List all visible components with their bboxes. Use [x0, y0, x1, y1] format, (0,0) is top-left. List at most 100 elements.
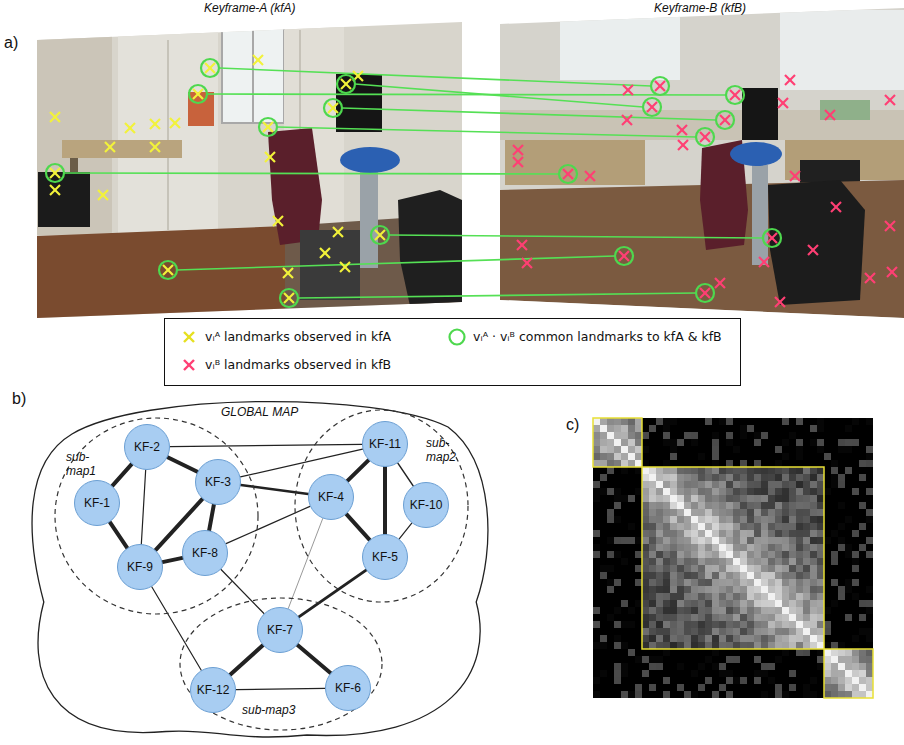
matrix-cell [782, 579, 789, 586]
similarity-matrix [593, 418, 873, 698]
matrix-cell [712, 544, 719, 551]
landmark-cross [522, 258, 532, 268]
matrix-cell [635, 551, 642, 558]
landmark-cross [50, 168, 60, 178]
matrix-cell [663, 516, 670, 523]
matrix-cell [677, 439, 684, 446]
matrix-cell [866, 551, 873, 558]
matrix-cell [649, 516, 656, 523]
matrix-cell [817, 572, 824, 579]
matrix-cell [656, 565, 663, 572]
matrix-cell [719, 621, 726, 628]
region-outline-path [295, 410, 468, 602]
matrix-cell [817, 481, 824, 488]
matrix-cell [796, 509, 803, 516]
matrix-cell [677, 488, 684, 495]
matrix-cell [705, 593, 712, 600]
matrix-cell [670, 481, 677, 488]
matrix-cell [810, 530, 817, 537]
matrix-cell [747, 628, 754, 635]
matrix-cell [628, 432, 635, 439]
matrix-cell [733, 572, 740, 579]
landmark-cross [759, 257, 769, 267]
matrix-cell [803, 614, 810, 621]
matrix-cell [684, 467, 691, 474]
landmark-cross [273, 216, 283, 226]
matrix-cell [698, 530, 705, 537]
matrix-cell [712, 607, 719, 614]
matrix-cell [726, 635, 733, 642]
matrix-cell [817, 600, 824, 607]
matrix-cell [852, 579, 859, 586]
matrix-cell [642, 446, 649, 453]
matrix-cell [789, 670, 796, 677]
matrix-cell [817, 551, 824, 558]
matrix-cell [761, 558, 768, 565]
matrix-cell [593, 488, 600, 495]
landmark-cross [150, 142, 160, 152]
matrix-cell [663, 558, 670, 565]
matrix-cell [768, 663, 775, 670]
matrix-cell [817, 579, 824, 586]
matrix-cell [712, 642, 719, 649]
matrix-cell [663, 439, 670, 446]
match-line [64, 173, 559, 174]
matrix-cell [656, 481, 663, 488]
matrix-cell [670, 453, 677, 460]
matrix-cell [593, 677, 600, 684]
landmark-cross [831, 202, 841, 212]
matrix-cell [747, 621, 754, 628]
matrix-cell [719, 516, 726, 523]
matrix-cell [614, 495, 621, 502]
matrix-cell [754, 565, 761, 572]
matrix-cell [775, 635, 782, 642]
matrix-cell [656, 635, 663, 642]
matrix-cell [838, 481, 845, 488]
matrix-cell [670, 621, 677, 628]
landmark-cross [585, 171, 595, 181]
matrix-cell [824, 649, 831, 656]
matrix-cell [866, 418, 873, 425]
matrix-cell [656, 516, 663, 523]
legend-row: vᵢᴮ landmarks observed in kfB [179, 355, 391, 375]
matrix-cell [761, 565, 768, 572]
matrix-cell [733, 558, 740, 565]
matrix-cell [733, 642, 740, 649]
keyframe-node: KF-4 [308, 474, 354, 520]
matrix-cell [649, 579, 656, 586]
matrix-cell [649, 572, 656, 579]
matrix-cell [775, 642, 782, 649]
matrix-cell [782, 467, 789, 474]
matrix-cell [628, 418, 635, 425]
matrix-cell [796, 467, 803, 474]
landmark-cross [320, 248, 330, 258]
matrix-cell [719, 495, 726, 502]
matrix-cell [726, 432, 733, 439]
matrix-cell [614, 663, 621, 670]
matrix-cell [775, 537, 782, 544]
matrix-cell [803, 502, 810, 509]
matrix-cell [649, 481, 656, 488]
matrix-cell [796, 537, 803, 544]
matrix-cell [838, 523, 845, 530]
matrix-cell [712, 551, 719, 558]
matrix-cell [866, 656, 873, 663]
matrix-cell [607, 446, 614, 453]
graph-edge [209, 505, 214, 531]
matrix-cell [600, 572, 607, 579]
matrix-cell [817, 586, 824, 593]
landmark-cross [700, 288, 710, 298]
matrix-cell [838, 677, 845, 684]
landmark-cross [622, 115, 632, 125]
matrix-cell [621, 621, 628, 628]
matrix-cell [831, 558, 838, 565]
matrix-cell [628, 691, 635, 698]
matrix-cell [614, 607, 621, 614]
matrix-cell [719, 593, 726, 600]
matrix-cell [796, 523, 803, 530]
matrix-cell [698, 614, 705, 621]
matrix-cell [733, 544, 740, 551]
matrix-cell [740, 432, 747, 439]
matrix-cell [712, 460, 719, 467]
matrix-cell [810, 474, 817, 481]
